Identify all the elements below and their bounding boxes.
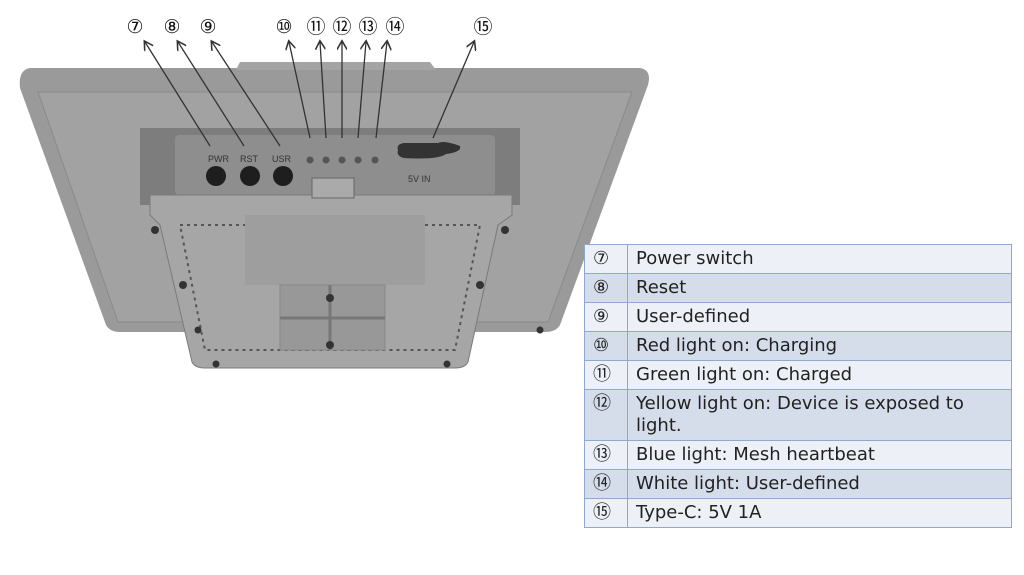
row-description: Reset: [627, 273, 1012, 303]
green-led: [322, 156, 330, 164]
callout-9: ⑨: [199, 16, 217, 38]
row-number: ⑮: [584, 498, 628, 528]
user-button[interactable]: [273, 166, 293, 186]
row-number: ⑪: [584, 360, 628, 390]
row-description: Red light on: Charging: [627, 331, 1012, 361]
row-number: ⑫: [584, 389, 628, 441]
row-description: Green light on: Charged: [627, 360, 1012, 390]
red-led: [306, 156, 314, 164]
callout-7: ⑦: [126, 16, 144, 38]
device-illustration: PWR RST USR 5V IN: [19, 0, 649, 369]
row-description: White light: User-defined: [627, 469, 1012, 499]
callout-12: ⑫: [332, 16, 352, 38]
row-description: Power switch: [627, 244, 1012, 274]
row-description: Type-C: 5V 1A: [627, 498, 1012, 528]
callout-8: ⑧: [163, 16, 181, 38]
power-button[interactable]: [206, 166, 226, 186]
callout-15: ⑮: [473, 16, 493, 38]
row-number: ⑩: [584, 331, 628, 361]
row-description: User-defined: [627, 302, 1012, 332]
callout-14: ⑭: [385, 16, 405, 38]
callout-10: ⑩: [275, 16, 293, 38]
row-description: Blue light: Mesh heartbeat: [627, 440, 1012, 470]
row-number: ⑦: [584, 244, 628, 274]
row-description: Yellow light on: Device is exposed to li…: [627, 389, 1012, 441]
yellow-led: [338, 156, 346, 164]
row-number: ⑨: [584, 302, 628, 332]
usr-label: USR: [272, 154, 292, 164]
callout-13: ⑬: [358, 16, 378, 38]
callout-arrows: [145, 42, 474, 147]
callout-11: ⑪: [306, 16, 326, 38]
row-number: ⑬: [584, 440, 628, 470]
reset-button[interactable]: [240, 166, 260, 186]
port-label: 5V IN: [408, 174, 431, 184]
rst-label: RST: [240, 154, 259, 164]
white-led: [371, 156, 379, 164]
usb-c-port: [397, 142, 461, 159]
row-number: ⑧: [584, 273, 628, 303]
blue-led: [354, 156, 362, 164]
row-number: ⑭: [584, 469, 628, 499]
pwr-label: PWR: [208, 154, 229, 164]
